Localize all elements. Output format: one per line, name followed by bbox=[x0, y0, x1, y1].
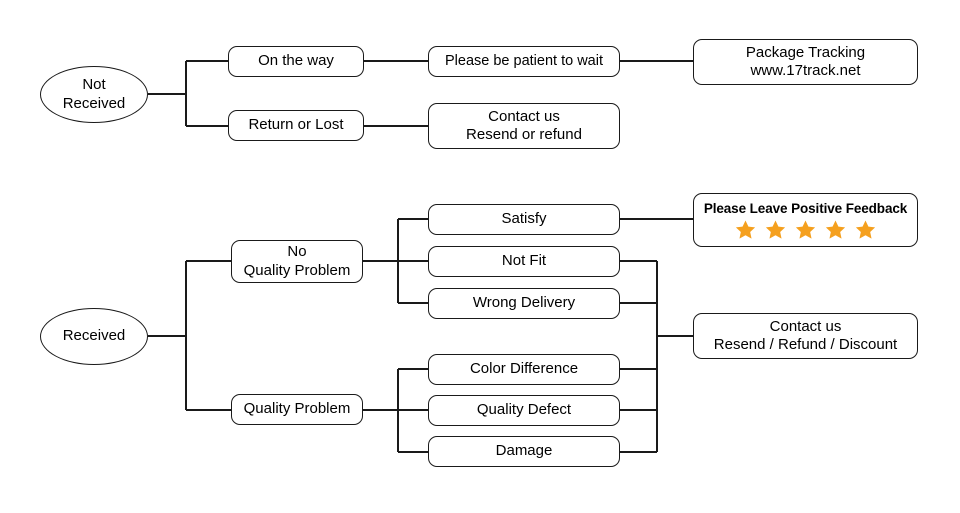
node-color-difference[interactable]: Color Difference bbox=[428, 354, 620, 385]
node-contact-resend-refund-discount[interactable]: Contact us Resend / Refund / Discount bbox=[693, 313, 918, 359]
node-please-be-patient-label: Please be patient to wait bbox=[445, 52, 603, 69]
node-package-tracking[interactable]: Package Tracking www.17track.net bbox=[693, 39, 918, 85]
node-color-difference-label: Color Difference bbox=[469, 360, 579, 378]
node-positive-feedback[interactable]: Please Leave Positive Feedback bbox=[693, 193, 918, 247]
node-quality-defect-label: Quality Defect bbox=[476, 401, 572, 419]
star-icon[interactable] bbox=[734, 219, 757, 241]
node-quality-problem-label: Quality Problem bbox=[243, 400, 351, 418]
node-positive-feedback-title: Please Leave Positive Feedback bbox=[703, 201, 908, 217]
node-on-the-way[interactable]: On the way bbox=[228, 46, 364, 77]
node-contact-resend-refund[interactable]: Contact us Resend or refund bbox=[428, 103, 620, 149]
star-rating[interactable] bbox=[734, 219, 877, 241]
node-package-tracking-title: Package Tracking bbox=[745, 43, 866, 61]
node-please-be-patient[interactable]: Please be patient to wait bbox=[428, 46, 620, 77]
node-no-quality-problem[interactable]: No Quality Problem bbox=[231, 240, 363, 283]
node-not-received-line2: Received bbox=[62, 94, 126, 112]
node-damage-label: Damage bbox=[495, 442, 553, 460]
node-contact-resend-refund-line1: Contact us bbox=[488, 107, 560, 125]
node-package-tracking-url: www.17track.net bbox=[750, 62, 861, 79]
star-icon[interactable] bbox=[854, 219, 877, 241]
star-icon[interactable] bbox=[824, 219, 847, 241]
node-satisfy-label: Satisfy bbox=[501, 210, 547, 228]
node-satisfy[interactable]: Satisfy bbox=[428, 204, 620, 235]
node-quality-problem[interactable]: Quality Problem bbox=[231, 394, 363, 425]
node-wrong-delivery-label: Wrong Delivery bbox=[472, 294, 576, 312]
node-no-quality-problem-line2: Quality Problem bbox=[243, 261, 351, 279]
node-contact-discount-line1: Contact us bbox=[769, 317, 842, 335]
node-not-received[interactable]: Not Received bbox=[40, 66, 148, 123]
star-icon[interactable] bbox=[764, 219, 787, 241]
star-icon[interactable] bbox=[794, 219, 817, 241]
node-received[interactable]: Received bbox=[40, 308, 148, 365]
node-return-or-lost[interactable]: Return or Lost bbox=[228, 110, 364, 141]
node-received-label: Received bbox=[62, 327, 126, 345]
node-on-the-way-label: On the way bbox=[258, 52, 334, 70]
node-contact-resend-refund-line2: Resend or refund bbox=[466, 126, 582, 143]
node-wrong-delivery[interactable]: Wrong Delivery bbox=[428, 288, 620, 319]
node-damage[interactable]: Damage bbox=[428, 436, 620, 467]
node-not-fit[interactable]: Not Fit bbox=[428, 246, 620, 277]
node-not-received-line1: Not bbox=[82, 76, 106, 94]
node-contact-discount-line2: Resend / Refund / Discount bbox=[713, 336, 898, 353]
node-quality-defect[interactable]: Quality Defect bbox=[428, 395, 620, 426]
node-no-quality-problem-line1: No bbox=[287, 243, 307, 261]
node-not-fit-label: Not Fit bbox=[501, 252, 547, 270]
node-return-or-lost-label: Return or Lost bbox=[248, 116, 344, 134]
